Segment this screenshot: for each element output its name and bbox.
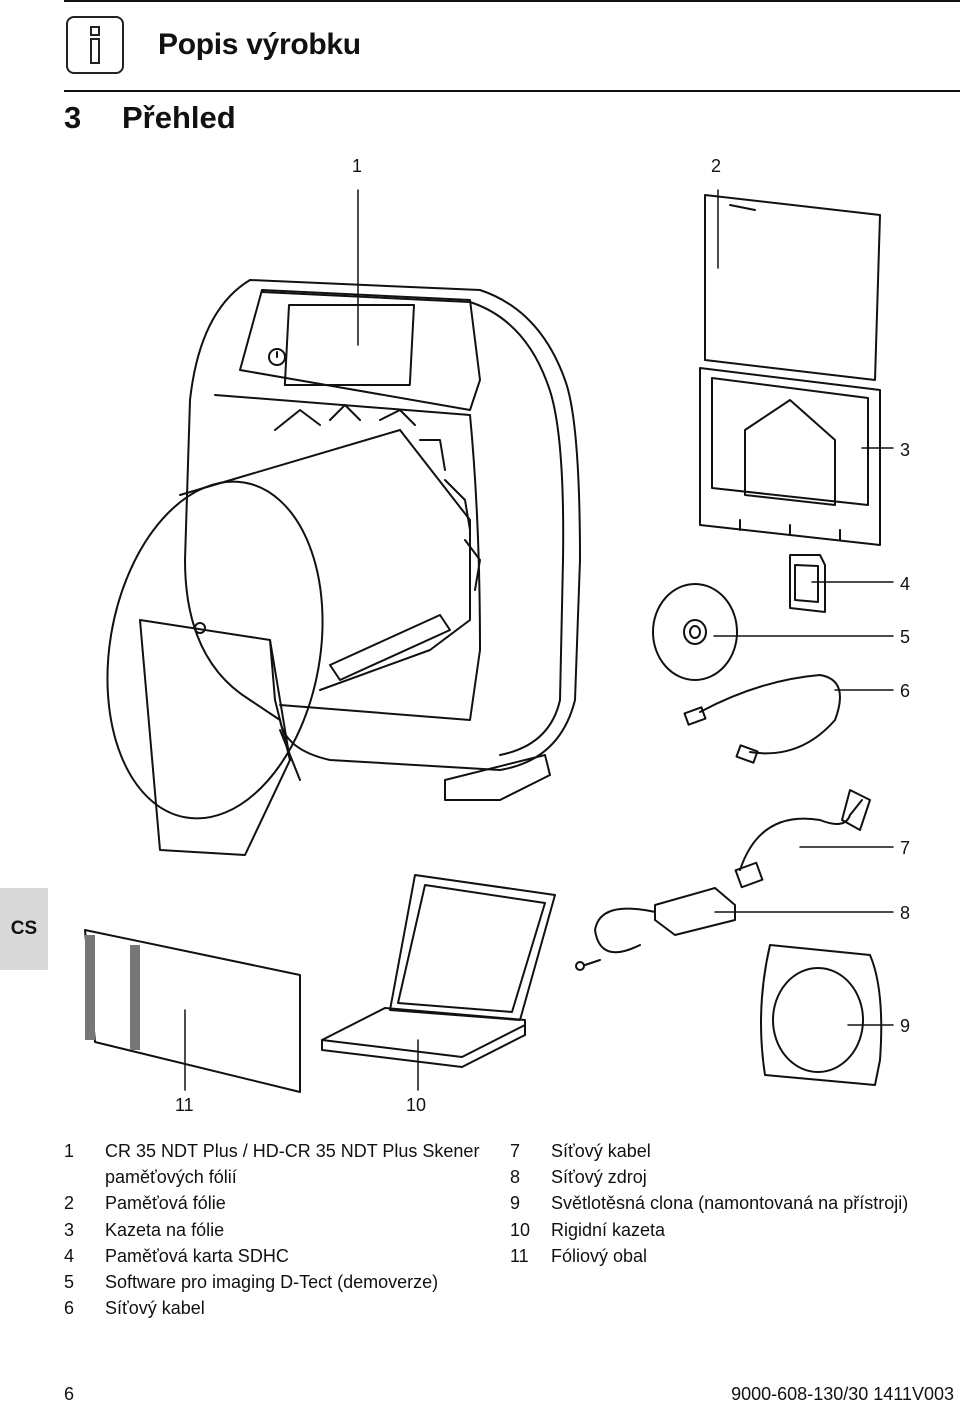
power-supply-drawing <box>575 789 871 971</box>
legend-item: 9 Světlotěsná clona (namontovaná na příst… <box>510 1190 950 1216</box>
legend-number: 1 <box>64 1141 75 1161</box>
callout-8: 8 <box>900 903 910 923</box>
page-number: 6 <box>64 1384 75 1404</box>
callout-labels: 1 2 3 4 5 6 7 8 9 10 11 <box>175 156 910 1115</box>
callout-10: 10 <box>406 1095 426 1115</box>
top-rule <box>64 0 960 2</box>
legend-number: 4 <box>64 1245 75 1266</box>
legend-number: 3 <box>64 1219 75 1240</box>
legend-item: 11 Fóliový obal <box>510 1243 950 1269</box>
legend-number: 5 <box>64 1272 75 1293</box>
legend-item: 2 Paměťová fólie <box>64 1190 504 1216</box>
info-icon <box>66 16 124 74</box>
legend-text: Fóliový obal <box>551 1245 648 1266</box>
legend-item: 7 Síťový kabel <box>510 1138 950 1164</box>
legend-text: Síťový kabel <box>551 1141 651 1161</box>
callout-4: 4 <box>900 574 910 594</box>
callout-9: 9 <box>900 1016 910 1036</box>
legend-text: Světlotěsná clona (namontovaná na přístr… <box>551 1193 909 1214</box>
legend-text: Paměťová fólie <box>105 1193 226 1214</box>
legend-item: 5 Software pro imaging D-Tect (demoverze) <box>64 1269 504 1295</box>
callout-6: 6 <box>900 681 910 701</box>
legend-number: 9 <box>510 1193 521 1214</box>
legend-item: 8 Síťový zdroj <box>510 1164 950 1190</box>
legend-text: Síťový kabel <box>105 1298 205 1319</box>
scanner-drawing <box>106 279 581 856</box>
callout-5: 5 <box>900 627 910 647</box>
network-cable-drawing <box>683 674 841 764</box>
callout-3: 3 <box>900 440 910 460</box>
film-bag-drawing <box>84 929 301 1093</box>
legend-number: 7 <box>510 1141 521 1161</box>
section-title: Popis výrobku <box>158 28 361 61</box>
callout-2: 2 <box>711 156 721 176</box>
document-code: 9000-608-130/30 1411V003 <box>731 1384 954 1404</box>
legend-number: 10 <box>510 1219 531 1240</box>
callout-lines <box>184 189 894 1091</box>
rigid-cassette-drawing <box>321 874 556 1068</box>
callout-7: 7 <box>900 838 910 858</box>
callout-1: 1 <box>352 156 362 176</box>
subsection-number: 3 <box>64 100 82 135</box>
info-icon-glyph <box>90 26 100 64</box>
legend-text: Síťový zdroj <box>551 1167 647 1188</box>
cd-drawing <box>652 583 738 681</box>
cassette-drawing <box>699 367 881 546</box>
legend-left: 1 CR 35 NDT Plus / HD-CR 35 NDT Plus Ske­… <box>64 1138 504 1321</box>
product-overview-figure: 1 2 3 4 5 6 7 8 9 10 11 <box>84 156 910 1115</box>
light-cover-drawing <box>760 944 883 1086</box>
language-tab: CS <box>0 888 48 970</box>
imaging-plate-drawing <box>704 194 881 381</box>
header-rule <box>64 90 960 92</box>
legend-item: 1 CR 35 NDT Plus / HD-CR 35 NDT Plus Ske­… <box>64 1138 504 1190</box>
legend-number: 6 <box>64 1298 75 1319</box>
legend-text: Kazeta na fólie <box>105 1219 225 1240</box>
legend-item: 4 Paměťová karta SDHC <box>64 1243 504 1269</box>
subsection-title: Přehled <box>122 100 236 135</box>
legend-item: 3 Kazeta na fólie <box>64 1217 504 1243</box>
legend-item: 6 Síťový kabel <box>64 1295 504 1321</box>
callout-11: 11 <box>175 1095 194 1115</box>
legend-text: Rigidní kazeta <box>551 1219 666 1240</box>
legend-item: 10 Rigidní kazeta <box>510 1217 950 1243</box>
legend-text: Software pro imaging D-Tect (demoverze) <box>105 1272 439 1293</box>
sd-card-drawing <box>789 554 826 613</box>
legend-number: 11 <box>510 1245 529 1266</box>
legend-text: CR 35 NDT Plus / HD-CR 35 NDT Plus Ske­n… <box>105 1141 480 1188</box>
legend-number: 8 <box>510 1167 521 1188</box>
legend-number: 2 <box>64 1193 75 1214</box>
legend-right: 7 Síťový kabel 8 Síťový zdroj 9 Světlotěsná… <box>510 1138 950 1269</box>
legend-text: Paměťová karta SDHC <box>105 1245 289 1266</box>
